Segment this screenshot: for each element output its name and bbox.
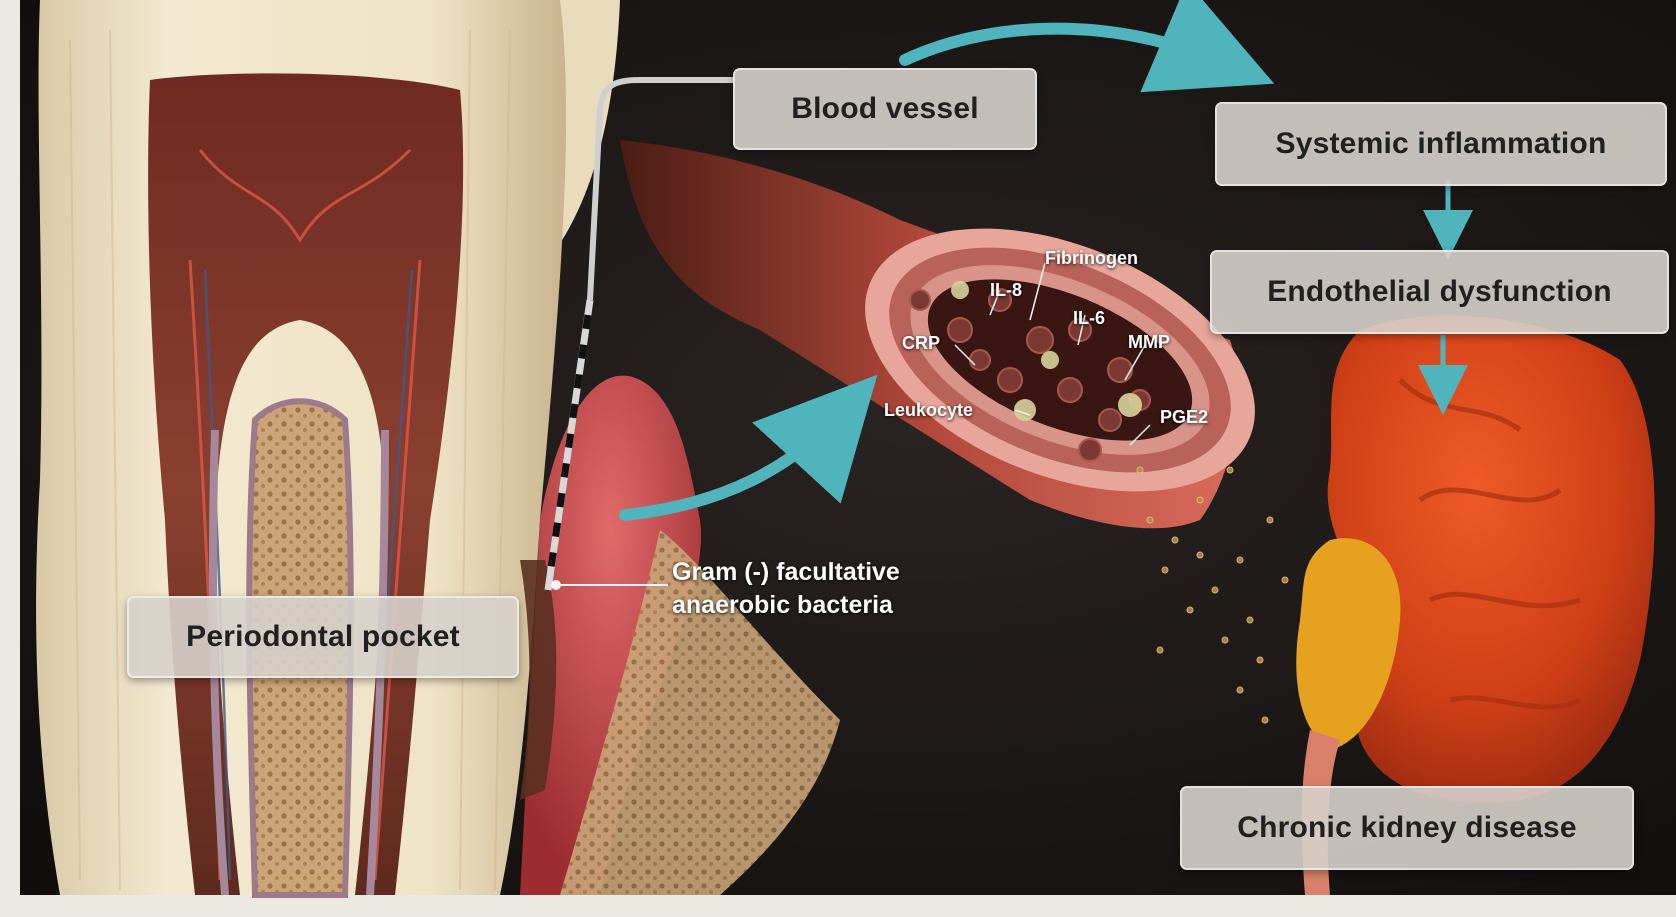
left-page-margin (0, 0, 20, 917)
marker-fibrinogen: Fibrinogen (1045, 248, 1138, 269)
periodontal-pocket-label: Periodontal pocket (127, 596, 519, 678)
bacteria-pointer-dot (551, 580, 561, 590)
marker-pge2: PGE2 (1160, 407, 1208, 428)
systemic-inflammation-label: Systemic inflammation (1215, 102, 1667, 186)
bacteria-caption-line1: Gram (-) facultative (672, 556, 900, 589)
bacteria-caption: Gram (-) facultative anaerobic bacteria (672, 556, 900, 622)
marker-leukocyte: Leukocyte (884, 400, 973, 421)
endothelial-dysfunction-label: Endothelial dysfunction (1210, 250, 1669, 334)
marker-crp: CRP (902, 333, 940, 354)
blood-vessel-label: Blood vessel (733, 68, 1037, 150)
marker-mmp: MMP (1128, 332, 1170, 353)
bacteria-caption-line2: anaerobic bacteria (672, 589, 900, 622)
marker-il6: IL-6 (1073, 308, 1105, 329)
bottom-page-margin (0, 895, 1676, 917)
chronic-kidney-disease-label: Chronic kidney disease (1180, 786, 1634, 870)
marker-il8: IL-8 (990, 280, 1022, 301)
